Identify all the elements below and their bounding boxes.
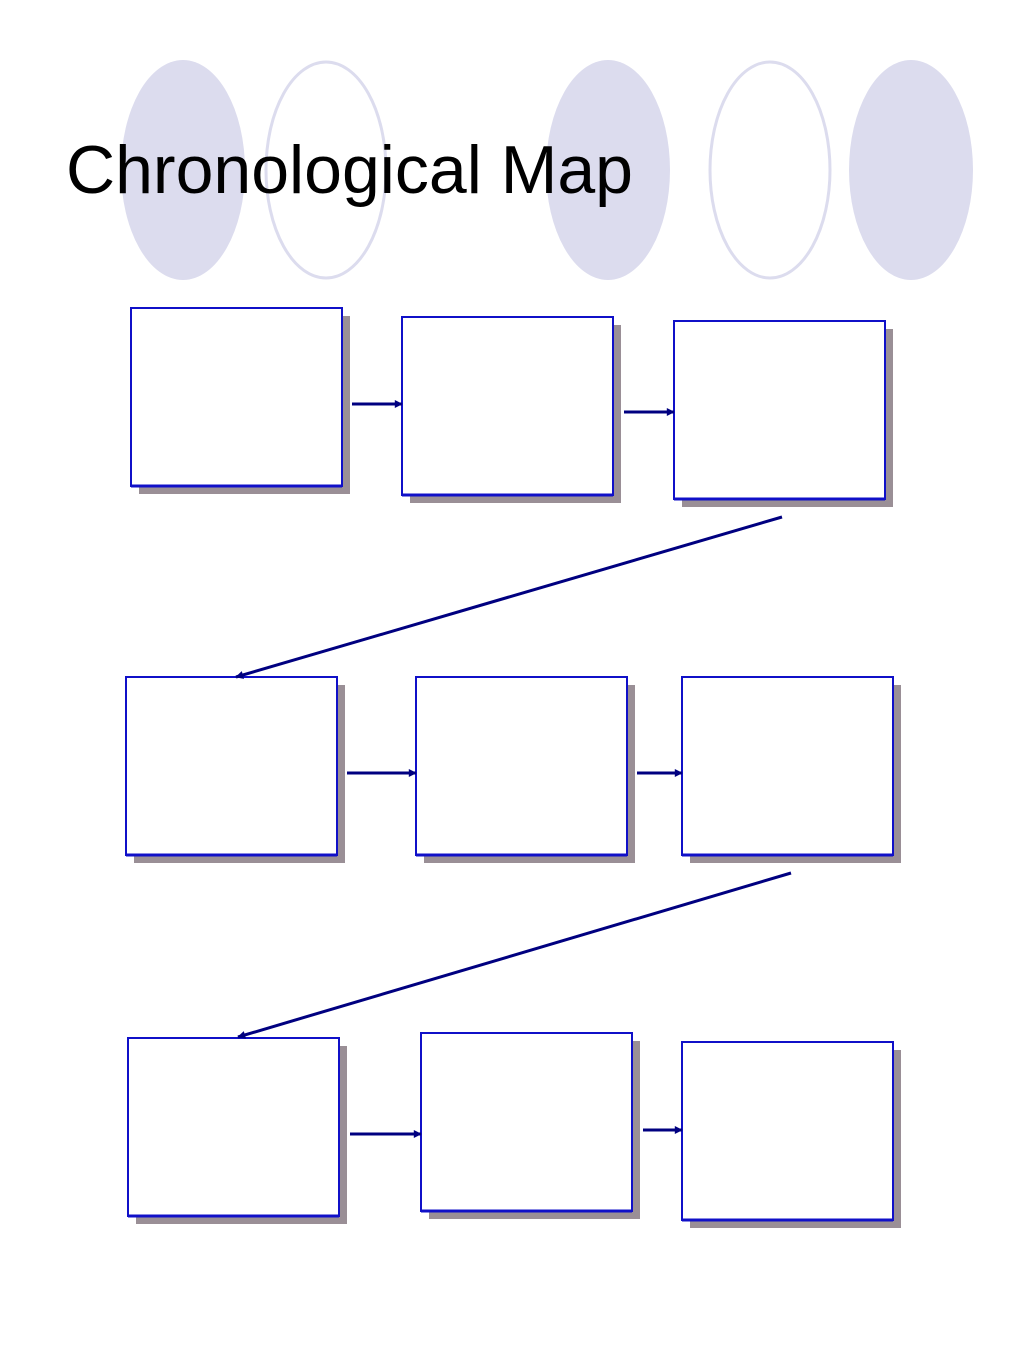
event-box bbox=[673, 320, 893, 507]
event-box bbox=[125, 676, 345, 863]
event-box bbox=[681, 676, 901, 863]
event-box bbox=[127, 1037, 347, 1224]
event-box-frame bbox=[681, 676, 894, 856]
decorative-oval-filled bbox=[849, 60, 973, 280]
row-wrap-arrow bbox=[235, 515, 783, 679]
timeline-row-2 bbox=[125, 676, 901, 863]
decorative-oval-outline bbox=[708, 60, 832, 280]
event-box bbox=[420, 1032, 640, 1219]
event-box-frame bbox=[125, 676, 338, 856]
event-box-frame bbox=[401, 316, 614, 496]
page-title: Chronological Map bbox=[66, 132, 633, 208]
event-box-frame bbox=[420, 1032, 633, 1212]
event-box-frame bbox=[127, 1037, 340, 1217]
decorative-oval-filled bbox=[546, 60, 670, 280]
decorative-oval-filled bbox=[121, 60, 245, 280]
event-box-frame bbox=[130, 307, 343, 487]
event-box bbox=[130, 307, 350, 494]
decorative-oval-outline bbox=[264, 60, 388, 280]
event-box bbox=[681, 1041, 901, 1228]
event-box bbox=[401, 316, 621, 503]
event-box-frame bbox=[681, 1041, 894, 1221]
timeline-row-1 bbox=[130, 307, 893, 507]
event-box-frame bbox=[673, 320, 886, 500]
event-box bbox=[415, 676, 635, 863]
timeline-row-3 bbox=[127, 1032, 901, 1228]
event-box-frame bbox=[415, 676, 628, 856]
row-wrap-arrow bbox=[237, 871, 792, 1039]
